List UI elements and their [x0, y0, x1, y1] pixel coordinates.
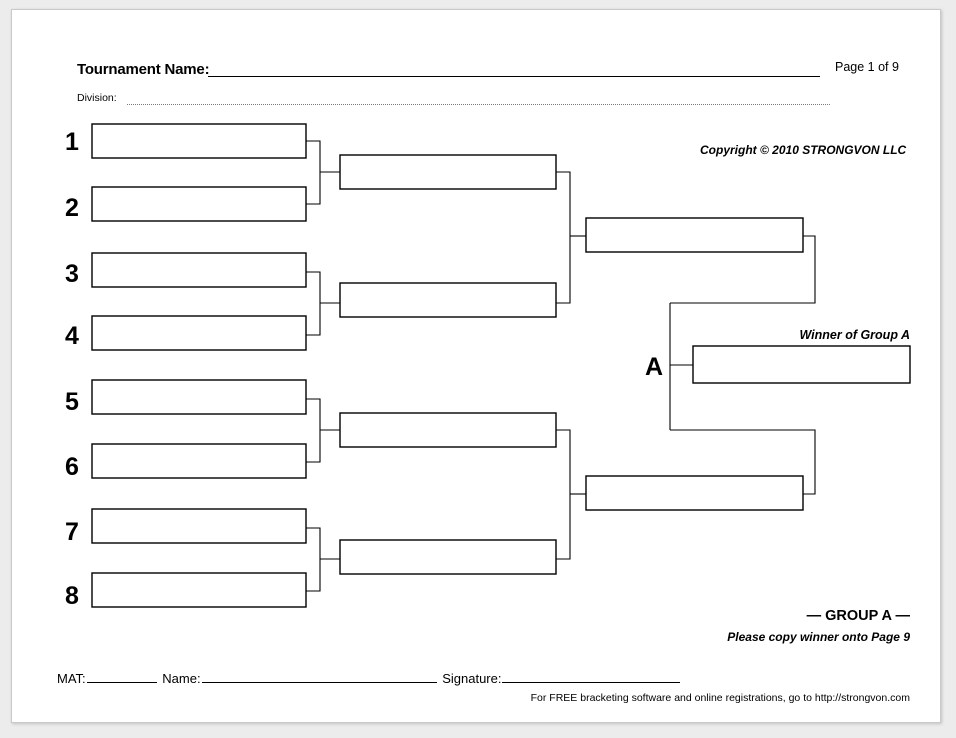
- bracket-slot-seed-7[interactable]: [91, 508, 307, 544]
- bracket-slot-seed-8[interactable]: [91, 572, 307, 608]
- copyright-notice: Copyright © 2010 STRONGVON LLC: [700, 143, 907, 157]
- group-title: — GROUP A —: [806, 608, 910, 624]
- tournament-name-input-rule[interactable]: [208, 76, 820, 77]
- bracket-page: Tournament Name: Division: Page 1 of 9 C…: [11, 9, 941, 723]
- signature-label: Signature:: [442, 671, 502, 686]
- bracket-slot-seed-5[interactable]: [91, 379, 307, 415]
- seed-number-1: 1: [65, 128, 79, 156]
- connector-r1-pair-4: [306, 527, 321, 592]
- connector-r2-pair-2: [556, 429, 571, 560]
- signature-row: MAT: Name: Signature:: [57, 669, 682, 686]
- connector-r1-pair-3: [306, 398, 321, 463]
- name-label: Name:: [162, 671, 201, 686]
- connector-r1-pair-1: [306, 140, 321, 205]
- tournament-bracket-diagram: 1 2 3 4 5 6 7 8: [65, 123, 911, 610]
- seed-number-2: 2: [65, 194, 79, 222]
- signature-input-rule[interactable]: [502, 669, 681, 683]
- name-input-rule[interactable]: [201, 669, 437, 683]
- bracket-slot-group-winner[interactable]: [692, 345, 911, 384]
- bracket-slot-seed-3[interactable]: [91, 252, 307, 288]
- seed-number-5: 5: [65, 388, 79, 416]
- bracket-slot-quarterfinal-1[interactable]: [339, 154, 557, 190]
- bracket-slot-quarterfinal-2[interactable]: [339, 282, 557, 318]
- seed-number-6: 6: [65, 453, 79, 481]
- bracket-slot-seed-6[interactable]: [91, 443, 307, 479]
- group-subtitle: Please copy winner onto Page 9: [727, 630, 910, 644]
- seed-number-3: 3: [65, 260, 79, 288]
- connector-r1-pair-2: [306, 271, 321, 336]
- bracket-slot-quarterfinal-4[interactable]: [339, 539, 557, 575]
- bracket-slot-seed-4[interactable]: [91, 315, 307, 351]
- bracket-slot-seed-2[interactable]: [91, 186, 307, 222]
- page-number: Page 1 of 9: [835, 60, 899, 74]
- seed-number-8: 8: [65, 582, 79, 610]
- promo-text: For FREE bracketing software and online …: [530, 692, 910, 704]
- division-input-rule[interactable]: [127, 104, 830, 105]
- connector-r2-pair-1: [556, 171, 571, 304]
- mat-label: MAT:: [57, 671, 86, 686]
- division-label: Division:: [77, 92, 117, 104]
- seed-number-7: 7: [65, 518, 79, 546]
- seed-number-4: 4: [65, 322, 79, 350]
- tournament-name-label: Tournament Name:: [77, 61, 210, 78]
- mat-input-rule[interactable]: [86, 669, 157, 683]
- bracket-slot-semifinal-2[interactable]: [585, 475, 804, 511]
- winner-of-group-caption: Winner of Group A: [799, 328, 910, 342]
- bracket-slot-semifinal-1[interactable]: [585, 217, 804, 253]
- connector-r3-upper: [670, 235, 816, 304]
- connector-r3-lower: [670, 429, 816, 495]
- bracket-slot-seed-1[interactable]: [91, 123, 307, 159]
- bracket-slot-quarterfinal-3[interactable]: [339, 412, 557, 448]
- group-letter-label: A: [645, 353, 663, 381]
